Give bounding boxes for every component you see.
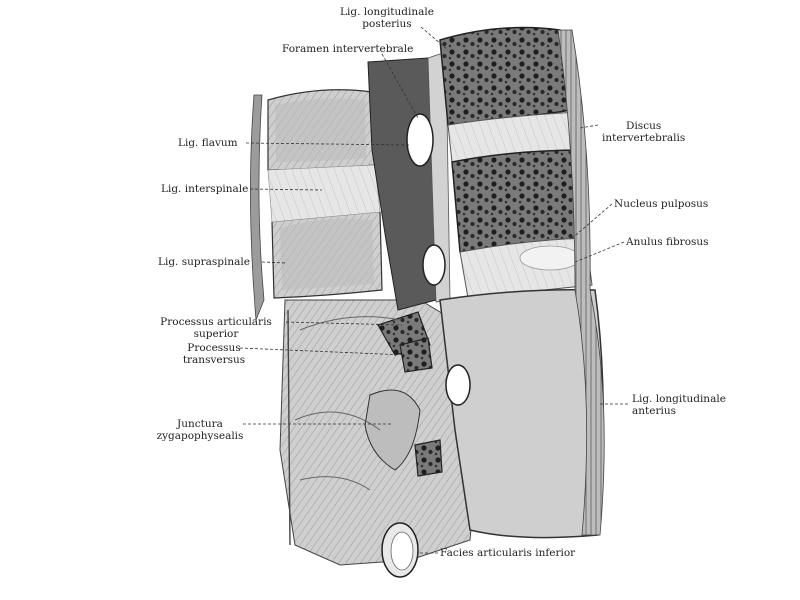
leader-lines xyxy=(239,26,628,554)
label-discus-intervertebralis: Discus intervertebralis xyxy=(602,120,685,144)
label-line: Lig. longitudinale xyxy=(340,6,434,18)
label-nucleus-pulposus: Nucleus pulposus xyxy=(614,198,709,210)
label-foramen-intervertebrale: Foramen intervertebrale xyxy=(282,43,414,55)
foramen-middle xyxy=(422,244,446,286)
label-line: anterius xyxy=(632,405,676,417)
label-line: posterius xyxy=(362,18,412,30)
label-lig-longitudinale-anterius: Lig. longitudinale anterius xyxy=(632,393,726,417)
vertebral-body-middle xyxy=(451,149,587,253)
label-junctura-zygapophysealis: Junctura zygapophysealis xyxy=(156,418,244,442)
label-anulus-fibrosus: Anulus fibrosus xyxy=(626,236,709,248)
label-line: intervertebralis xyxy=(602,132,686,144)
supraspinal-ligament xyxy=(250,94,265,321)
label-lig-longitudinale-posterius: Lig. longitudinale posterius xyxy=(332,6,442,30)
label-lig-supraspinale: Lig. supraspinale xyxy=(158,256,250,268)
interspinal-ligament xyxy=(267,164,381,223)
label-line: Junctura xyxy=(177,418,223,430)
spinous-process-lower-core xyxy=(280,218,374,290)
label-line: Processus xyxy=(187,342,241,354)
zygapophyseal-joint-region xyxy=(364,389,421,471)
label-lig-interspinale: Lig. interspinale xyxy=(161,183,249,195)
foramen-upper xyxy=(406,113,434,167)
label-line: Discus xyxy=(626,120,662,132)
label-processus-transversus: Processus transversus xyxy=(176,342,252,366)
label-processus-articularis-superior: Processus articularis superior xyxy=(146,316,286,340)
label-line: transversus xyxy=(182,354,246,366)
label-lig-flavum: Lig. flavum xyxy=(178,137,238,149)
transverse-process-section xyxy=(399,337,433,373)
spinous-process-upper-core xyxy=(275,98,366,162)
nucleus-pulposus-shape xyxy=(519,245,581,271)
lower-articular-section xyxy=(414,439,443,477)
anterior-longitudinal-ligament xyxy=(557,29,605,536)
label-line: superior xyxy=(193,328,239,340)
vertebral-body-upper xyxy=(439,26,573,126)
label-facies-articularis-inferior: Facies articularis inferior xyxy=(440,547,576,559)
label-line: Processus articularis xyxy=(160,316,272,328)
label-line: zygapophysealis xyxy=(156,430,244,442)
label-line: Lig. longitudinale xyxy=(632,393,726,405)
foramen-lower xyxy=(445,364,471,406)
